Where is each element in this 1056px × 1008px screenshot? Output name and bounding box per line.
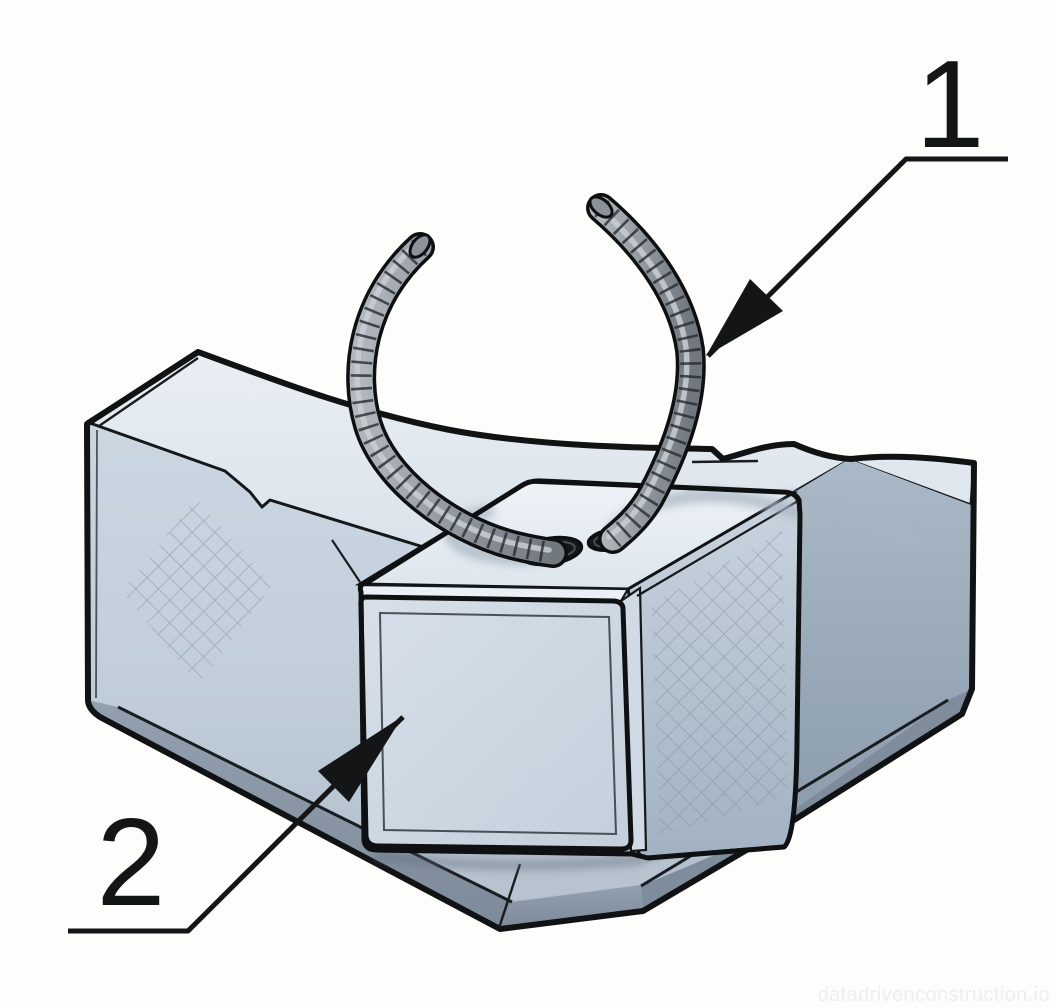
- callout-1-arrowhead: [706, 279, 783, 356]
- cube-front-face: [358, 594, 634, 852]
- callout-2: 2: [68, 715, 405, 934]
- cube-front-bevel-frame: [378, 611, 618, 836]
- cube-outline: [357, 478, 803, 861]
- chamfer-crease-left: [95, 429, 98, 699]
- callout-2-arrowhead: [318, 716, 403, 802]
- left-face-crosshatch: [122, 498, 272, 684]
- rebar-loop-right: [586, 193, 706, 554]
- bevel-crease-center: [497, 863, 522, 929]
- block-outline: [84, 349, 977, 932]
- fold-to-cube-crease: [331, 539, 361, 583]
- callout-1-label: 1: [916, 36, 985, 174]
- rebar-right-end-cap: [588, 195, 614, 219]
- chamfer-crease-top-left: [98, 357, 199, 427]
- rebar-left-end-cap: [408, 233, 432, 259]
- block-bevel-right: [641, 689, 972, 911]
- cube-right-crosshatch: [652, 531, 788, 836]
- rebar-right-highlight: [594, 203, 690, 540]
- watermark-text: datadrivenconstruction.io: [818, 984, 1050, 1006]
- block-bevel-front: [500, 885, 643, 929]
- cube-bevel-back-right: [636, 500, 799, 597]
- block-bevel-left: [88, 700, 512, 929]
- callout-2-leader-line: [68, 715, 405, 934]
- callout-1: 1: [706, 36, 1008, 358]
- callout-2-label: 2: [97, 794, 166, 932]
- rebar-right-ribs: [594, 200, 702, 548]
- callout-1-leader-line: [706, 156, 1008, 358]
- shadow-on-top-band: [781, 492, 925, 550]
- rebar-loop-left: [346, 232, 568, 568]
- rebar-anchor-loops: [346, 193, 706, 568]
